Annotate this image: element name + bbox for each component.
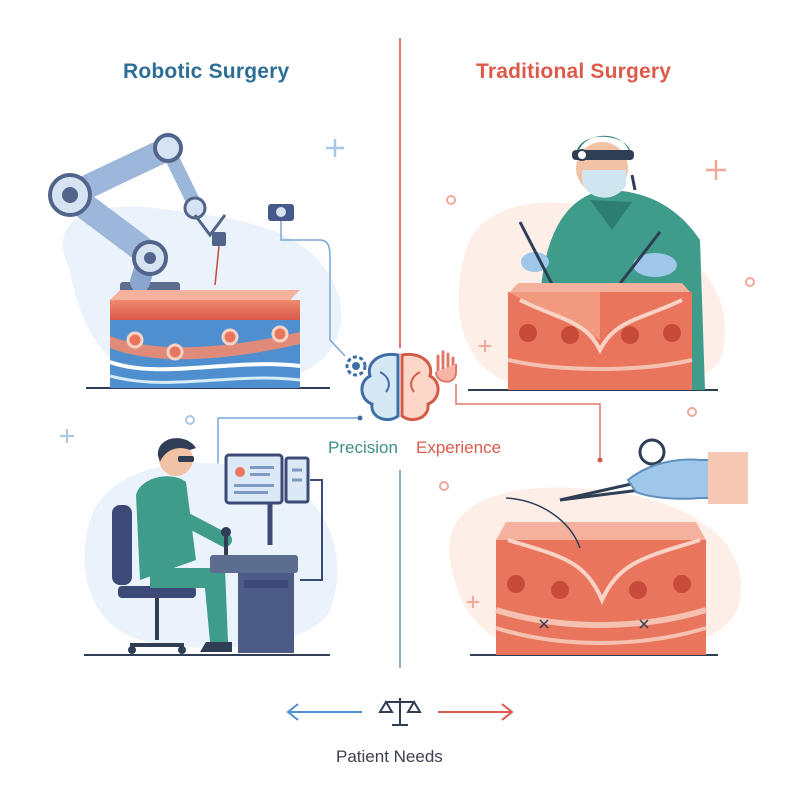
gear-icon bbox=[345, 355, 367, 377]
traditional-surgeon-scene bbox=[458, 135, 726, 391]
balance-scale-icon bbox=[378, 698, 422, 726]
traditional-suture-scene bbox=[449, 438, 748, 657]
patient-needs-label: Patient Needs bbox=[336, 747, 443, 766]
camera-icon bbox=[268, 204, 346, 357]
arrow-right-icon bbox=[438, 703, 514, 721]
plus-icon bbox=[60, 429, 74, 443]
robotic-console-scene bbox=[84, 438, 338, 656]
dot-decoration bbox=[687, 407, 697, 417]
plus-icon bbox=[706, 160, 726, 180]
traditional-surgery-title: Traditional Surgery bbox=[476, 60, 672, 83]
experience-label: Experience bbox=[416, 438, 502, 457]
robotic-arm-scene bbox=[48, 133, 342, 390]
dot-decoration bbox=[446, 195, 456, 205]
dot-decoration bbox=[185, 415, 195, 425]
plus-icon bbox=[479, 340, 491, 352]
plus-icon bbox=[326, 139, 344, 157]
precision-label: Precision bbox=[328, 438, 398, 457]
dot-decoration bbox=[745, 277, 755, 287]
robotic-surgery-title: Robotic Surgery bbox=[123, 60, 290, 83]
plus-icon bbox=[467, 596, 479, 608]
arrow-left-icon bbox=[286, 703, 362, 721]
brain-icon bbox=[360, 352, 440, 421]
hand-icon bbox=[435, 350, 457, 383]
monitor-icon bbox=[224, 453, 323, 581]
dot-decoration bbox=[439, 481, 449, 491]
connector-right bbox=[455, 384, 601, 460]
